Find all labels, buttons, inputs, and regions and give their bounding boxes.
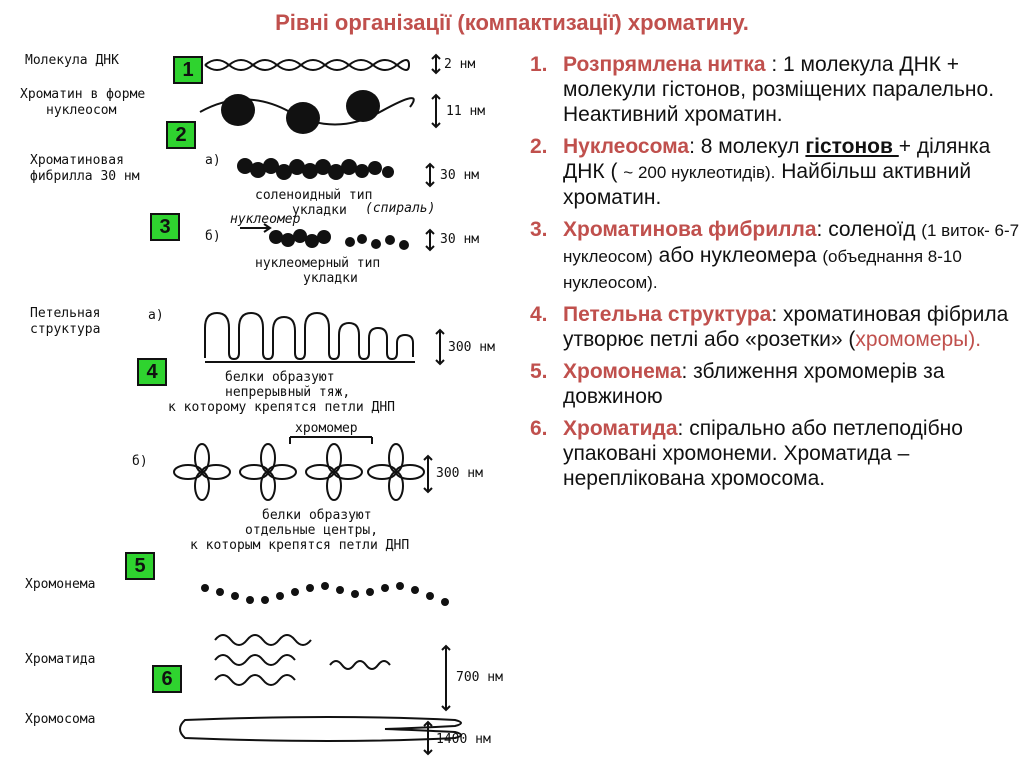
label-proteins-2: непрерывный тяж, (225, 385, 351, 400)
solenoid-fibril (237, 158, 394, 180)
label-loop-2: структура (30, 322, 101, 337)
label-loop-1: Петельная (30, 306, 101, 321)
item-heading: Нуклеосома (563, 135, 690, 158)
list-item: 1. Розпрямлена нитка : 1 молекула ДНК + … (530, 52, 1020, 127)
arrow-d6 (423, 454, 433, 494)
loop-structure (204, 311, 414, 361)
item-text: або нуклеомера (652, 244, 823, 267)
nucleomer-fibril (269, 229, 409, 250)
diagram-drawing (173, 53, 462, 756)
rosettes (173, 443, 425, 501)
label-b1: б) (205, 229, 221, 244)
label-nucleomer-1: нуклеомерный тип (255, 256, 381, 271)
item-number: 2. (530, 135, 548, 158)
list-item: 5. Хромонема: зближення хромомерів за до… (530, 359, 1020, 409)
arrow-d4 (425, 228, 435, 252)
level-badge-1: 1 (173, 56, 203, 84)
label-fibril-2: фибрилла 30 нм (30, 169, 140, 184)
item-text: : хроматиновая фібрила утворює петлі або… (563, 303, 1009, 351)
label-a2: а) (148, 308, 164, 323)
item-heading: Хроматинова фибрилла (563, 218, 817, 241)
item-heading: Хромонема (563, 360, 682, 383)
label-dna: Молекула ДНК (25, 53, 119, 68)
levels-list: 1. Розпрямлена нитка : 1 молекула ДНК + … (530, 52, 1020, 498)
item-heading: Петельна структура (563, 303, 772, 326)
chromomer-bracket (289, 436, 373, 444)
dim-1400nm: 1400 нм (436, 732, 491, 747)
label-fibril-1: Хроматиновая (30, 153, 124, 168)
label-solenoid-2: укладки (292, 203, 347, 218)
label-chromomer: хромомер (295, 421, 358, 436)
list-item: 4. Петельна структура: хроматиновая фібр… (530, 302, 1020, 352)
label-b2: б) (132, 454, 148, 469)
label-nucleosome-1: Хроматин в форме (20, 87, 146, 102)
label-nucleosome-2: нуклеосом (46, 103, 117, 118)
dim-2nm: 2 нм (444, 57, 476, 72)
level-badge-6: 6 (152, 665, 182, 693)
label-nucleomer-2: укладки (303, 271, 358, 286)
item-text: : 1 молекула ДНК + молекули гістонов, ро… (563, 53, 995, 126)
dim-700nm: 700 нм (456, 670, 503, 685)
item-number: 5. (530, 360, 548, 383)
arrow-d3 (425, 162, 435, 188)
chromatid-coils (214, 634, 391, 686)
item-small: (1 виток- 6-7 нуклеосом) (563, 221, 1020, 266)
list-item: 6. Хроматида: спірально або петлеподібно… (530, 416, 1020, 491)
level-badge-3: 3 (150, 213, 180, 241)
item-small: (объеднання 8-10 нуклеосом). (563, 247, 962, 292)
label-chromosome: Хромосома (25, 712, 96, 727)
item-small: ~ 200 нуклеотидів). (623, 163, 776, 182)
level-badge-2: 2 (166, 121, 196, 149)
item-text: : зближення хромомерів за довжиною (563, 360, 945, 408)
item-text: Найбільш активний хроматин. (563, 160, 972, 209)
list-item: 2. Нуклеосома: 8 молекул гістонов + діля… (530, 134, 1020, 210)
label-chromatid: Хроматида (25, 652, 96, 667)
arrow-d5 (435, 328, 445, 366)
nucleosome-blob-3 (346, 90, 380, 122)
dim-300nm-b: 300 нм (436, 466, 483, 481)
label-proteins-1: белки образуют (225, 370, 335, 385)
label-spiral: (спираль) (365, 201, 436, 216)
item-underlined: гістонов (805, 135, 899, 158)
item-text: + ділянка ДНК ( (563, 135, 991, 183)
level-badge-5: 5 (125, 552, 155, 580)
arrow-d7 (441, 644, 451, 712)
chromosome-outline (179, 716, 462, 742)
label-nucleomer-hand: нуклеомер (230, 212, 301, 227)
item-number: 6. (530, 417, 548, 440)
arrow-d2 (431, 93, 441, 129)
dim-300nm-a: 300 нм (448, 340, 495, 355)
dim-30nm-a: 30 нм (440, 168, 480, 183)
label-solenoid-1: соленоидный тип (255, 188, 373, 203)
label-proteins-3: к которому крепятся петли ДНП (168, 400, 395, 415)
dna-strand-a (204, 59, 410, 71)
dna-strand-b (204, 59, 410, 71)
list-item: 3. Хроматинова фибрилла: соленоїд (1 вит… (530, 217, 1020, 295)
item-text: : спірально або петлеподібно упаковані х… (563, 417, 963, 490)
item-text: : 8 молекул (689, 135, 806, 158)
dim-11nm: 11 нм (446, 104, 486, 119)
item-number: 1. (530, 53, 548, 76)
item-heading: Розпрямлена нитка (563, 53, 766, 76)
item-red-text: хромомеры). (855, 328, 982, 351)
chromatin-diagram: Молекула ДНК Хроматин в форме нуклеосом … (0, 40, 520, 768)
chromonema-strand (201, 582, 449, 606)
dim-30nm-b: 30 нм (440, 232, 480, 247)
nucleomer-arrow (240, 223, 272, 233)
label-centers-1: белки образуют (262, 508, 372, 523)
label-a1: а) (205, 153, 221, 168)
label-centers-3: к которым крепятся петли ДНП (190, 538, 410, 553)
item-heading: Хроматида (563, 417, 678, 440)
level-badge-4: 4 (137, 358, 167, 386)
item-number: 3. (530, 218, 548, 241)
label-centers-2: отдельные центры, (245, 523, 379, 538)
label-chromonema: Хромонема (25, 577, 96, 592)
slide-title: Рівні організації (компактизації) хромат… (275, 10, 749, 35)
nucleosome-blob-1 (221, 94, 255, 126)
item-text: : соленоїд (816, 218, 922, 241)
item-number: 4. (530, 303, 548, 326)
arrow-d1 (431, 53, 441, 75)
nucleosome-blob-2 (286, 102, 320, 134)
